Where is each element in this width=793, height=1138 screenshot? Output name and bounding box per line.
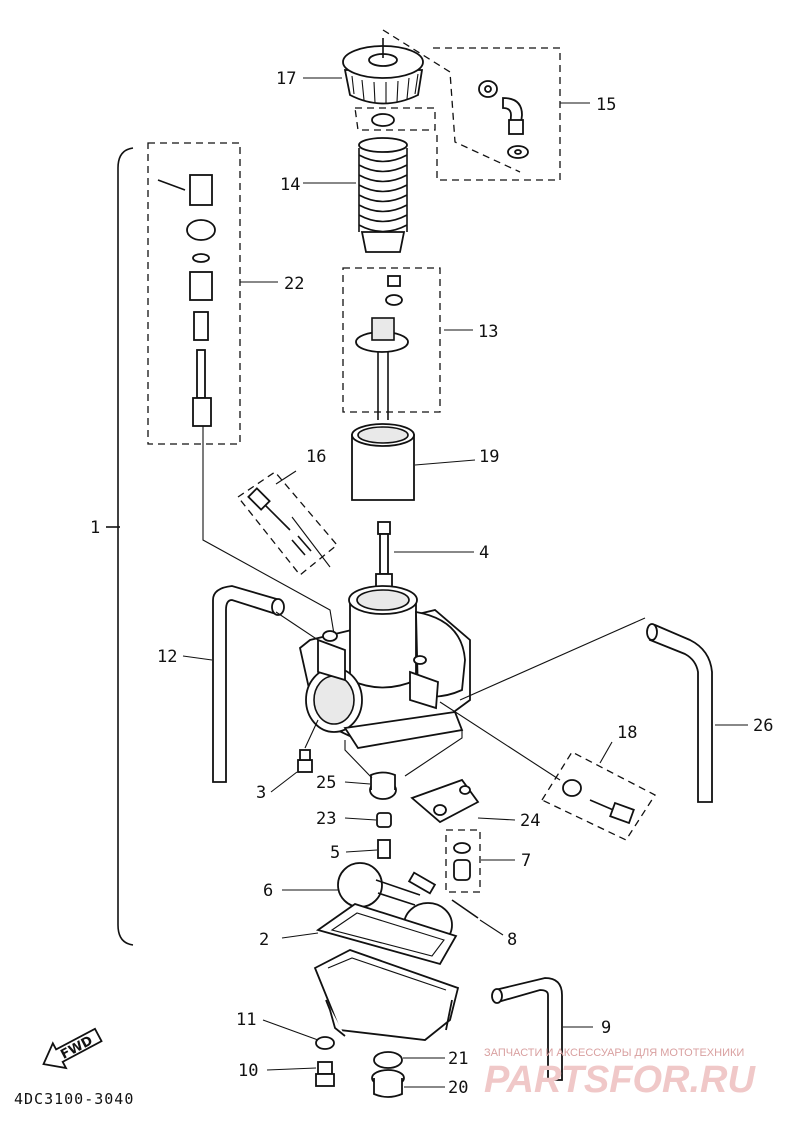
part-18-stop-screw[interactable] bbox=[562, 779, 635, 825]
callout-7: 7 bbox=[521, 851, 531, 871]
part-2-gasket[interactable] bbox=[315, 903, 458, 966]
watermark-brand: PARTSFOR.RU bbox=[484, 1059, 756, 1101]
part-16-air-screw[interactable] bbox=[247, 487, 312, 556]
callout-18: 18 bbox=[617, 723, 637, 743]
part-12-hose[interactable] bbox=[212, 585, 285, 783]
callout-5: 5 bbox=[330, 843, 340, 863]
part-21-o-ring[interactable] bbox=[373, 1051, 403, 1069]
part-13-needle-assembly[interactable] bbox=[355, 275, 409, 420]
callout-24: 24 bbox=[520, 811, 540, 831]
part-11-washer[interactable] bbox=[315, 1036, 335, 1050]
callout-26: 26 bbox=[753, 716, 773, 736]
callout-13: 13 bbox=[478, 322, 498, 342]
callout-1: 1 bbox=[90, 518, 100, 538]
callout-11: 11 bbox=[236, 1010, 256, 1030]
callout-20: 20 bbox=[448, 1078, 468, 1098]
callout-9: 9 bbox=[601, 1018, 611, 1038]
watermark-tagline: ЗАПЧАСТИ И АКСЕССУАРЫ ДЛЯ МОТОТЕХНИКИ bbox=[484, 1047, 744, 1059]
fwd-arrow: FWD bbox=[42, 1027, 103, 1070]
callout-17: 17 bbox=[276, 69, 296, 89]
callout-4: 4 bbox=[479, 543, 489, 563]
part-8-float-pin[interactable] bbox=[451, 899, 479, 919]
callout-14: 14 bbox=[280, 175, 300, 195]
assembly-bracket bbox=[117, 147, 134, 946]
part-9-drain-hose[interactable] bbox=[491, 977, 563, 1081]
callout-15: 15 bbox=[596, 95, 616, 115]
callout-12: 12 bbox=[157, 647, 177, 667]
part-22-starter-plunger[interactable] bbox=[157, 174, 216, 427]
part-7-pilot-jet[interactable] bbox=[453, 842, 471, 881]
diagram-code: 4DC3100-3040 bbox=[14, 1090, 134, 1108]
callout-23: 23 bbox=[316, 809, 336, 829]
part-20-drain-plug[interactable] bbox=[371, 1069, 405, 1098]
part-25-valve-seat[interactable] bbox=[369, 771, 397, 800]
carburetor-body[interactable] bbox=[298, 585, 471, 749]
leader-lines bbox=[182, 77, 748, 1088]
callout-labels: 17 15 14 22 13 16 19 1 4 12 26 18 3 25 2… bbox=[90, 69, 773, 1098]
callout-3: 3 bbox=[256, 783, 266, 803]
part-24-holder-plate[interactable] bbox=[410, 778, 480, 824]
callout-19: 19 bbox=[479, 447, 499, 467]
callout-6: 6 bbox=[263, 881, 273, 901]
callout-10: 10 bbox=[238, 1061, 258, 1081]
part-26-hose[interactable] bbox=[646, 623, 713, 803]
part-17-top-cap[interactable] bbox=[342, 38, 424, 105]
callout-2: 2 bbox=[259, 930, 269, 950]
part-19-throttle-valve[interactable] bbox=[351, 423, 415, 501]
callout-22: 22 bbox=[284, 274, 304, 294]
part-14-spring[interactable] bbox=[358, 137, 408, 253]
callout-25: 25 bbox=[316, 773, 336, 793]
part-15-fitting[interactable] bbox=[478, 80, 529, 159]
callout-16: 16 bbox=[306, 447, 326, 467]
part-5-main-jet[interactable] bbox=[377, 839, 391, 859]
part-23-washer[interactable] bbox=[376, 812, 392, 828]
float-chamber[interactable] bbox=[313, 949, 460, 1041]
callout-21: 21 bbox=[448, 1049, 468, 1069]
part-10-screw[interactable] bbox=[315, 1061, 335, 1087]
part-4-needle-jet[interactable] bbox=[375, 521, 393, 589]
watermark: ЗАПЧАСТИ И АКСЕССУАРЫ ДЛЯ МОТОТЕХНИКИ PA… bbox=[484, 1047, 756, 1101]
callout-8: 8 bbox=[507, 930, 517, 950]
part-3-screw[interactable] bbox=[297, 749, 313, 773]
